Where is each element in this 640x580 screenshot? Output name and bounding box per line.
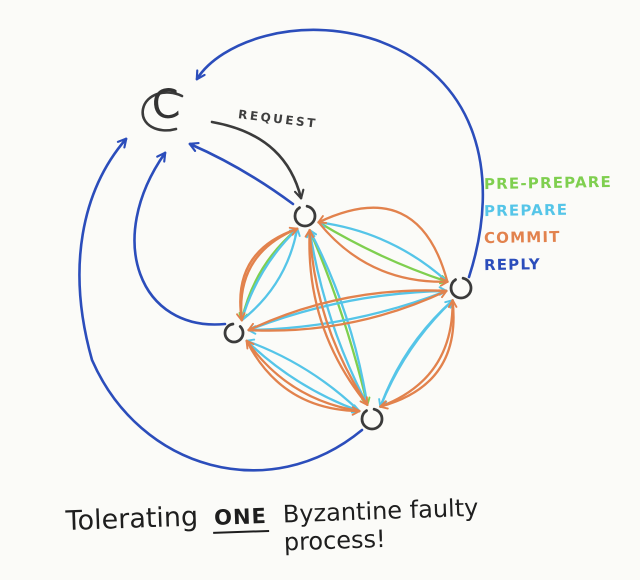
edge-request-client-to-primary — [210, 120, 305, 200]
edge-commit-replica-left-to-replica-right — [247, 289, 448, 332]
edge-prepare-replica-left-to-replica-right — [247, 286, 448, 332]
edge-prepare-replica-bottom-to-replica-left — [245, 338, 361, 413]
edge-prepare-replica-bottom-to-primary — [306, 228, 369, 406]
replica-node-replica-left — [223, 322, 245, 344]
edge-commit-replica-left-to-primary — [240, 226, 299, 322]
edge-commit-replica-bottom-to-replica-right — [379, 299, 458, 408]
replica-node-replica-bottom — [360, 407, 384, 431]
edge-commit-replica-bottom-to-replica-left — [245, 339, 361, 413]
edge-prepare-replica-left-to-replica-bottom — [245, 339, 361, 414]
edge-prepare-replica-bottom-to-replica-right — [379, 299, 454, 408]
edge-reply-primary-to-client — [188, 141, 295, 206]
replica-node-replica-right — [449, 276, 473, 300]
legend-item-pre-prepare: PRE-PREPARE — [483, 172, 613, 194]
legend-item-reply: REPLY — [483, 255, 542, 275]
legend: PRE-PREPARE PREPARE COMMIT REPLY — [483, 172, 613, 275]
caption-text-end: Byzantine faulty process! — [282, 493, 479, 557]
client-glyph-stroke — [141, 91, 184, 132]
edge-commit-primary-to-replica-bottom — [308, 229, 369, 407]
edge-reply-replica-left-to-client — [133, 151, 227, 326]
edge-prepare-replica-left-to-primary — [240, 227, 301, 322]
edge-prepare-replica-bottom-to-primary — [308, 228, 369, 406]
replica-node-primary — [293, 204, 317, 228]
edge-commit-replica-right-to-replica-left — [247, 289, 448, 332]
edge-commit-replica-right-to-primary — [317, 206, 449, 283]
edge-commit-replica-left-to-replica-bottom — [245, 339, 361, 416]
edge-reply-replica-bottom-to-client — [78, 137, 364, 472]
edge-commit-replica-bottom-to-primary — [304, 228, 369, 406]
edge-commit-primary-to-replica-right — [317, 221, 449, 287]
legend-item-prepare: PREPARE — [483, 200, 569, 221]
edge-reply-replica-right-to-client — [195, 28, 485, 279]
edge-pre-prepare-primary-to-replica-right — [317, 221, 449, 285]
caption-text-start: Tolerating — [65, 501, 199, 538]
legend-item-commit: COMMIT — [483, 227, 561, 248]
edge-pre-prepare-primary-to-replica-bottom — [308, 229, 371, 407]
caption-emphasis: ONE — [211, 503, 270, 534]
edge-prepare-replica-right-to-replica-left — [247, 289, 448, 335]
edge-commit-replica-right-to-replica-bottom — [379, 299, 455, 410]
client-node-label: C — [150, 80, 182, 130]
edge-commit-primary-to-replica-left — [236, 227, 299, 322]
edge-prepare-replica-right-to-primary — [317, 218, 449, 283]
edge-prepare-replica-left-to-primary — [240, 227, 299, 322]
